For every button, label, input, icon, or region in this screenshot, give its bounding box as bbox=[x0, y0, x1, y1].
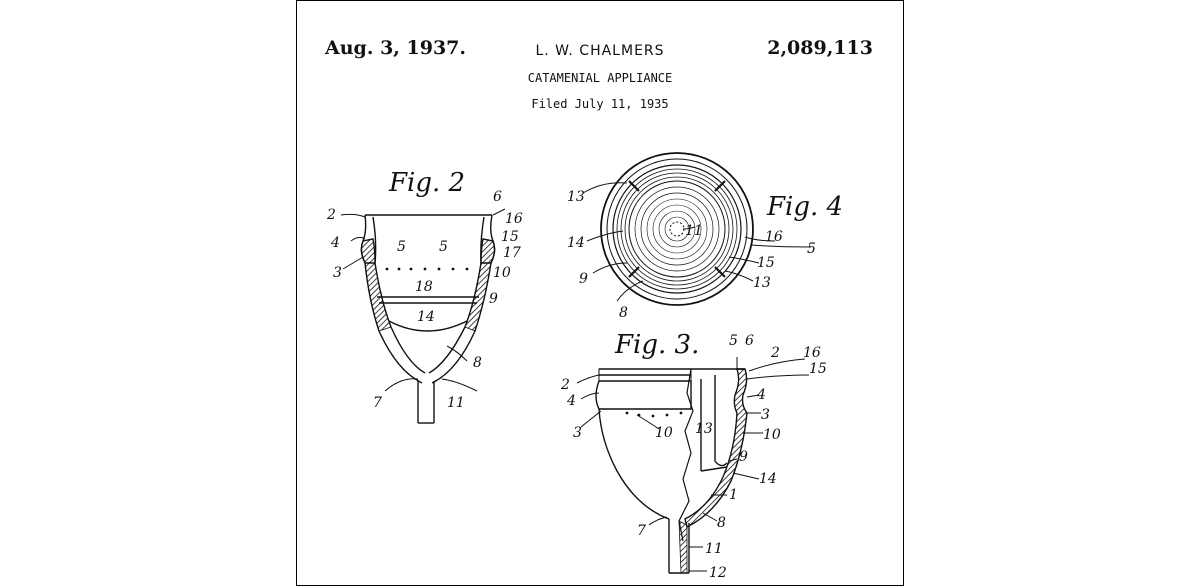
fig3-ref-7: 7 bbox=[637, 523, 646, 539]
fig2-ref-8: 8 bbox=[473, 355, 482, 371]
patent-drawing-sheet: Aug. 3, 1937. L. W. CHALMERS CATAMENIAL … bbox=[296, 0, 904, 586]
fig4-ref-16: 16 bbox=[765, 229, 783, 245]
fig2-ref-11: 11 bbox=[447, 395, 465, 411]
fig4-label: Fig. 4 bbox=[766, 192, 843, 222]
fig4-ref-14: 14 bbox=[567, 235, 585, 251]
fig2-ref-10: 10 bbox=[493, 265, 511, 281]
patent-figures: Fig. 2 2 4 3 5 5 6 16 15 17 10 9 18 14 8… bbox=[326, 152, 843, 581]
fig3-ref-2a: 2 bbox=[560, 377, 570, 393]
fig3-reference-numerals: 2 4 3 10 13 5 6 2 16 15 4 3 10 9 14 1 8 … bbox=[560, 333, 827, 581]
fig3-ref-9: 9 bbox=[739, 449, 748, 465]
fig3-ref-10b: 10 bbox=[763, 427, 781, 443]
patent-number: 2,089,113 bbox=[767, 37, 873, 59]
patent-date: Aug. 3, 1937. bbox=[325, 37, 467, 59]
fig4-ref-13a: 13 bbox=[567, 189, 585, 205]
fig3-ref-8: 8 bbox=[717, 515, 726, 531]
fig4-ref-9: 9 bbox=[579, 271, 588, 287]
fig2-reference-numerals: 2 4 3 5 5 6 16 15 17 10 9 18 14 8 7 11 bbox=[326, 189, 523, 411]
fig2-ref-9: 9 bbox=[489, 291, 498, 307]
figure-4 bbox=[582, 152, 812, 306]
fig2-ref-5a: 5 bbox=[397, 239, 406, 255]
fig4-ref-8: 8 bbox=[619, 305, 628, 321]
fig3-ref-4a: 4 bbox=[566, 393, 576, 409]
fig3-label: Fig. 3. bbox=[614, 330, 699, 360]
fig3-ref-2b: 2 bbox=[770, 345, 780, 361]
fig2-label: Fig. 2 bbox=[388, 168, 465, 198]
fig3-ref-3a: 3 bbox=[573, 425, 582, 441]
fig2-ref-14: 14 bbox=[417, 309, 435, 325]
fig3-ref-4b: 4 bbox=[756, 387, 766, 403]
figure-2 bbox=[340, 208, 506, 424]
fig2-ref-5b: 5 bbox=[439, 239, 448, 255]
fig3-ref-1: 1 bbox=[729, 487, 738, 503]
fig3-ref-16: 16 bbox=[803, 345, 821, 361]
fig3-ref-3b: 3 bbox=[761, 407, 770, 423]
fig2-ref-18: 18 bbox=[415, 279, 433, 295]
fig3-ref-10a: 10 bbox=[655, 425, 673, 441]
inventor-name: L. W. CHALMERS bbox=[535, 43, 665, 59]
fig2-ref-17: 17 bbox=[503, 245, 521, 261]
fig2-ref-16: 16 bbox=[505, 211, 523, 227]
fig2-ref-6: 6 bbox=[493, 189, 502, 205]
fig2-ref-4: 4 bbox=[330, 235, 340, 251]
fig3-ref-15: 15 bbox=[809, 361, 827, 377]
fig3-ref-11: 11 bbox=[705, 541, 723, 557]
figure-3 bbox=[576, 357, 810, 574]
fig2-ref-3: 3 bbox=[333, 265, 342, 281]
fig4-ref-11: 11 bbox=[685, 223, 703, 239]
fig4-ref-5: 5 bbox=[807, 241, 816, 257]
fig2-ref-2: 2 bbox=[326, 207, 336, 223]
invention-title: CATAMENIAL APPLIANCE bbox=[527, 71, 673, 85]
filing-date: Filed July 11, 1935 bbox=[531, 97, 669, 111]
fig2-ref-7: 7 bbox=[373, 395, 382, 411]
fig2-ref-15: 15 bbox=[501, 229, 519, 245]
fig4-reference-numerals: 13 14 9 8 11 16 5 15 13 bbox=[567, 189, 816, 321]
fig3-ref-12: 12 bbox=[709, 565, 727, 581]
fig3-ref-14: 14 bbox=[759, 471, 777, 487]
fig3-ref-13: 13 bbox=[695, 421, 713, 437]
fig4-ref-15: 15 bbox=[757, 255, 775, 271]
fig3-ref-6: 6 bbox=[745, 333, 754, 349]
fig3-ref-5: 5 bbox=[729, 333, 738, 349]
fig4-ref-13b: 13 bbox=[753, 275, 771, 291]
